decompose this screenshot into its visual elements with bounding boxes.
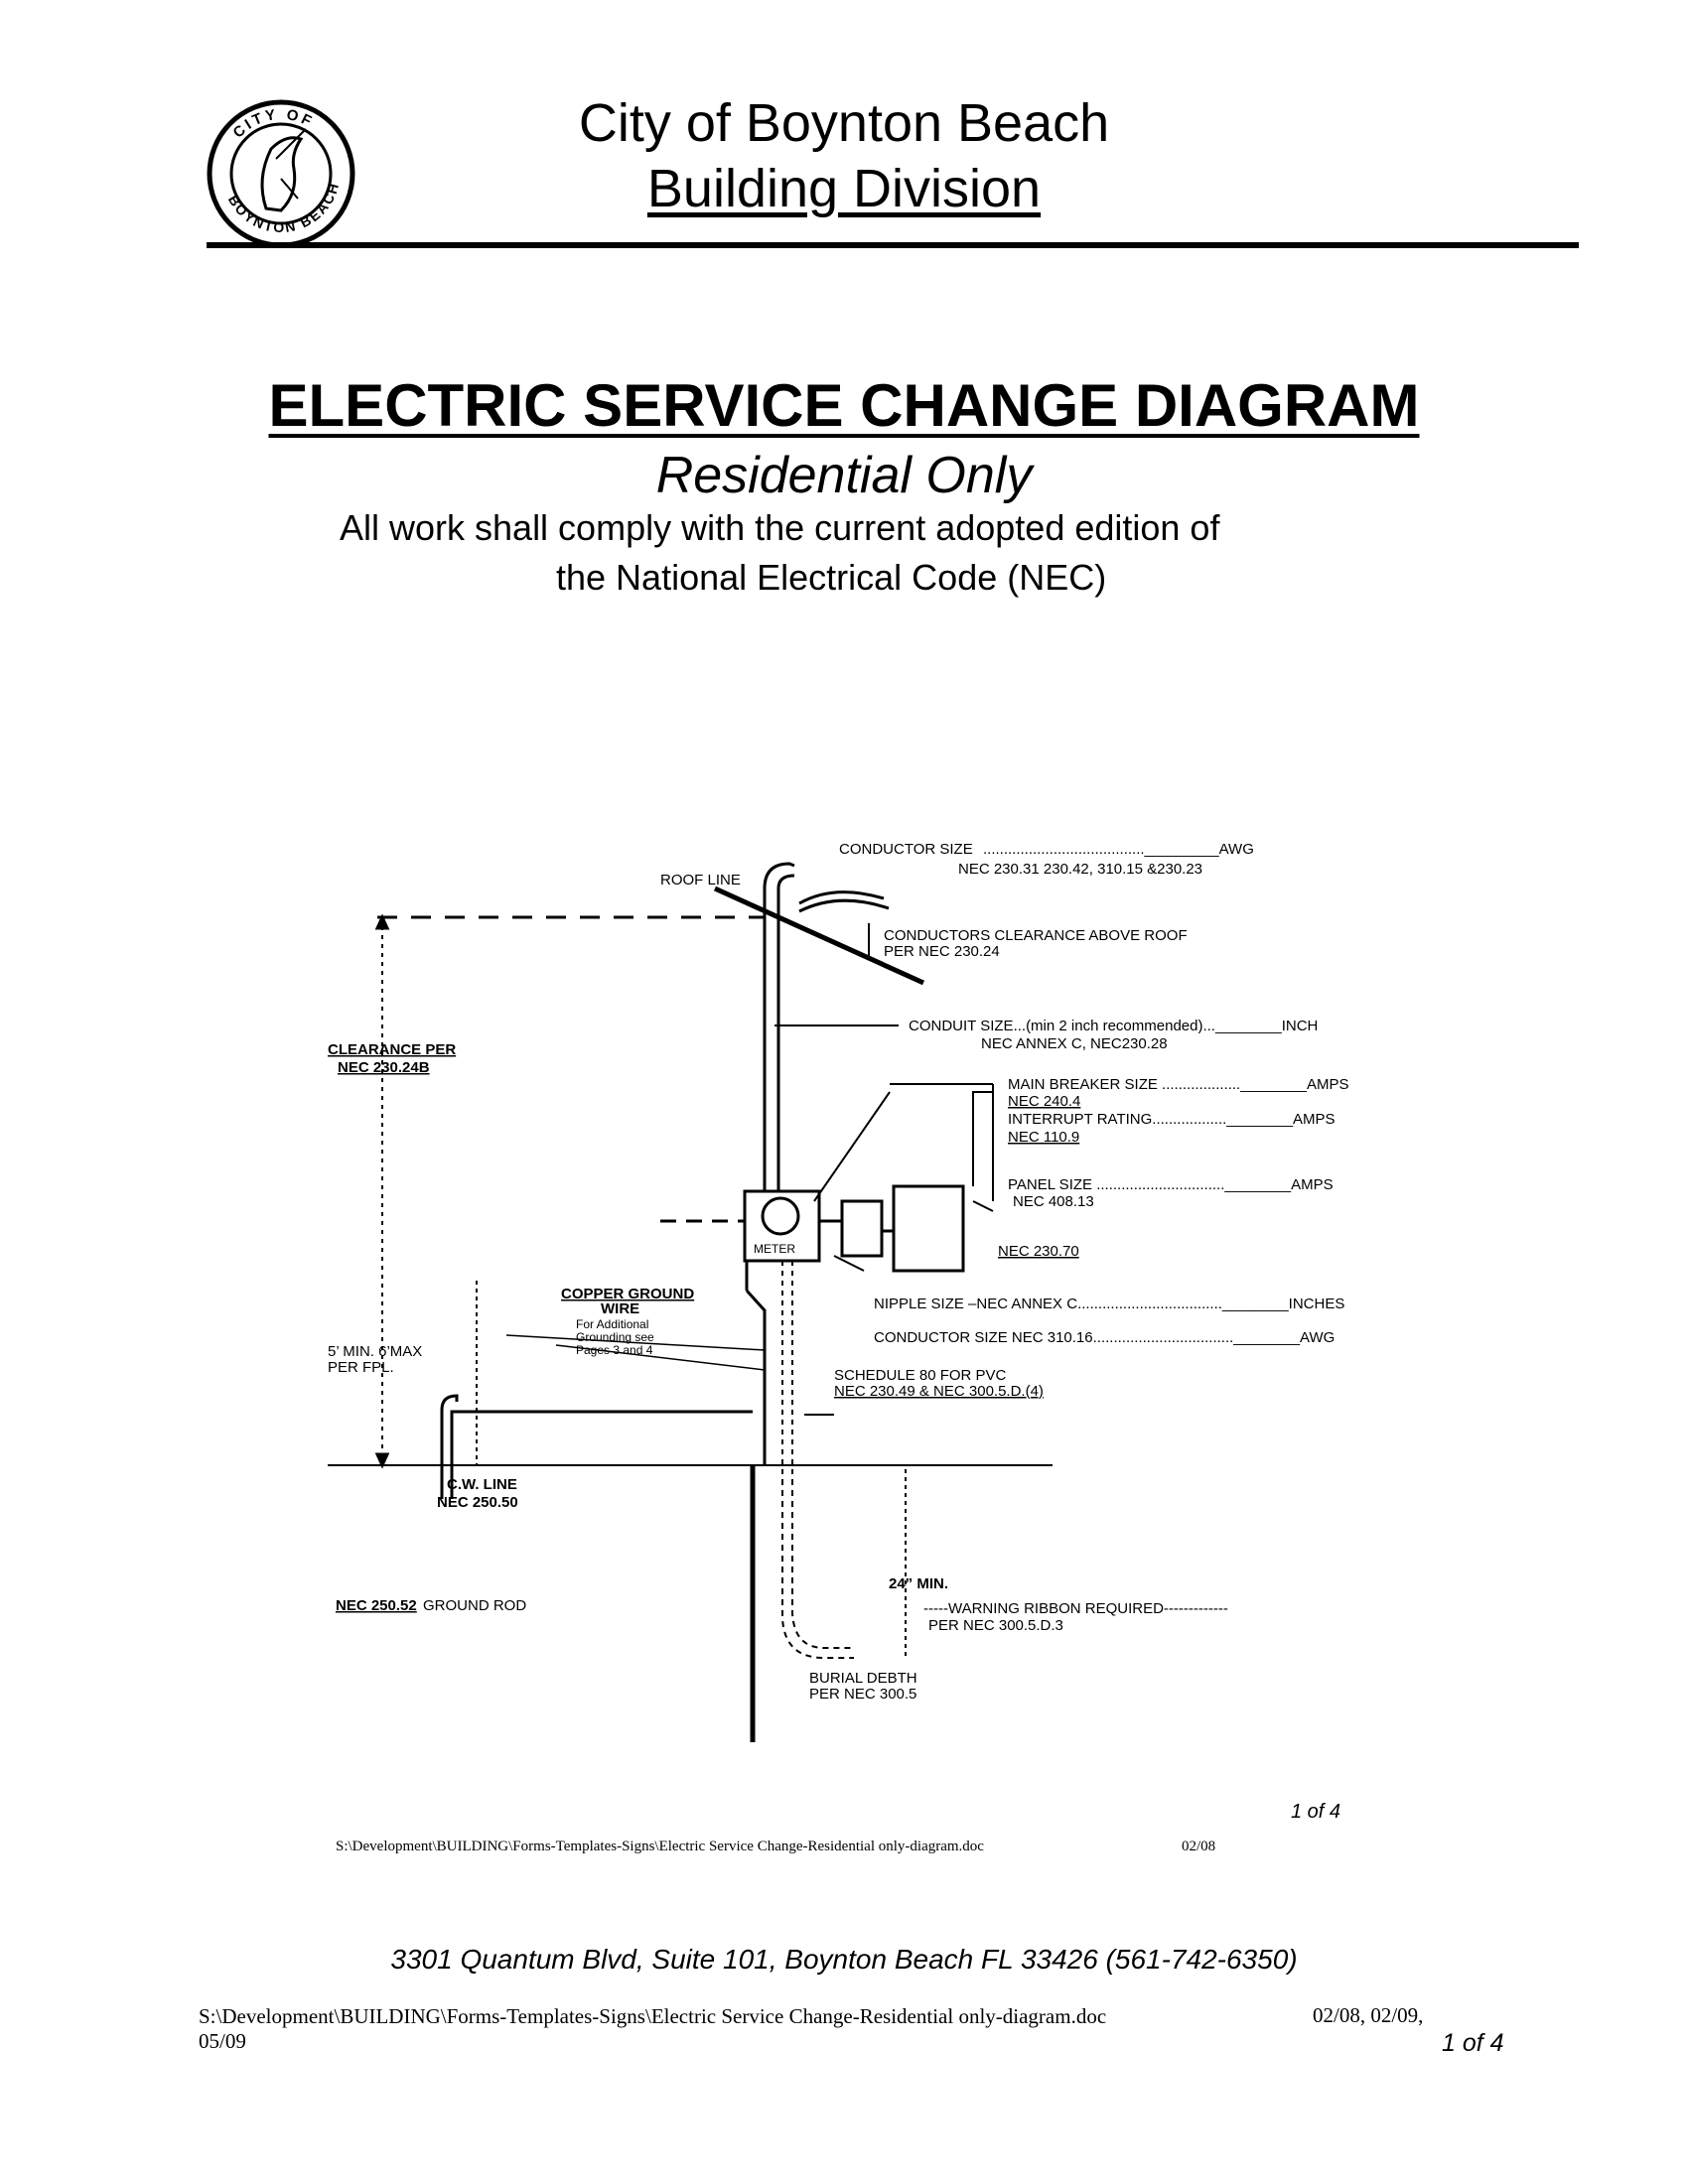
footer-page-number: 1 of 4 bbox=[1442, 2029, 1504, 2057]
schedule-80-nec: NEC 230.49 & NEC 300.5.D.(4) bbox=[834, 1383, 1044, 1400]
compliance-line-1: All work shall comply with the current a… bbox=[340, 507, 1220, 548]
footer-revision-dates-2: 05/09 bbox=[199, 2029, 246, 2053]
additional-grounding-1: For Additional bbox=[576, 1317, 648, 1331]
compliance-line-2: the National Electrical Code (NEC) bbox=[556, 557, 1107, 598]
schedule-80-label: SCHEDULE 80 FOR PVC bbox=[834, 1367, 1007, 1384]
copper-wire-label: WIRE bbox=[601, 1300, 639, 1317]
conductor-size-nec: NEC 230.31 230.42, 310.15 &230.23 bbox=[958, 861, 1202, 878]
warning-ribbon-label: -----WARNING RIBBON REQUIRED------------… bbox=[923, 1600, 1228, 1617]
ground-rod-label: GROUND ROD bbox=[423, 1597, 526, 1614]
office-address: 3301 Quantum Blvd, Suite 101, Boynton Be… bbox=[390, 1944, 1298, 1975]
warning-ribbon-nec: PER NEC 300.5.D.3 bbox=[928, 1617, 1063, 1634]
city-seal-logo: CITY OF BOYNTON BEACH bbox=[207, 99, 355, 248]
page-subtitle: Residential Only bbox=[655, 447, 1033, 504]
header-divider bbox=[207, 242, 1579, 248]
footer-file-path: S:\Development\BUILDING\Forms-Templates-… bbox=[199, 2004, 1107, 2028]
ground-rod-nec: NEC 250.52 bbox=[336, 1597, 417, 1614]
depth-label: 24” MIN. bbox=[889, 1575, 948, 1592]
scanned-file-path: S:\Development\BUILDING\Forms-Templates-… bbox=[336, 1839, 984, 1854]
conductor-310-label: CONDUCTOR SIZE NEC 310.16...............… bbox=[874, 1329, 1335, 1346]
panel-nec: NEC 408.13 bbox=[1013, 1193, 1094, 1210]
scanned-page-number: 1 of 4 bbox=[1291, 1801, 1341, 1823]
nipple-size-label: NIPPLE SIZE –NEC ANNEX C................… bbox=[874, 1296, 1344, 1312]
copper-ground-label: COPPER GROUND bbox=[561, 1286, 694, 1302]
conduit-nec: NEC ANNEX C, NEC230.28 bbox=[981, 1035, 1168, 1052]
division-text: Building Division bbox=[646, 159, 1042, 218]
five-min-label: 5’ MIN. 6’MAX bbox=[328, 1343, 422, 1360]
clearance-per-nec: NEC 230.24B bbox=[338, 1059, 430, 1076]
division-title: Building Division bbox=[0, 157, 1688, 220]
footer-revision-dates: 02/08, 02/09, bbox=[1313, 2003, 1424, 2027]
burial-depth-nec: PER NEC 300.5 bbox=[809, 1686, 916, 1703]
interrupt-label: INTERRUPT RATING..................______… bbox=[1008, 1111, 1336, 1128]
nec-230-70: NEC 230.70 bbox=[998, 1243, 1079, 1260]
interrupt-nec: NEC 110.9 bbox=[1008, 1129, 1079, 1146]
sailfish-icon bbox=[260, 136, 304, 212]
conductor-size-label: CONDUCTOR SIZE bbox=[839, 841, 973, 858]
clearance-roof-label: CONDUCTORS CLEARANCE ABOVE ROOF bbox=[884, 927, 1188, 944]
additional-grounding-2: Grounding see bbox=[576, 1330, 654, 1344]
page-title: ELECTRIC SERVICE CHANGE DIAGRAM bbox=[0, 371, 1688, 441]
conductor-size-fill: ......................................._… bbox=[983, 841, 1254, 858]
roof-line-label: ROOF LINE bbox=[660, 872, 741, 888]
main-breaker-nec: NEC 240.4 bbox=[1008, 1093, 1080, 1110]
city-title: City of Boynton Beach bbox=[578, 93, 1110, 153]
additional-grounding-3: Pages 3 and 4 bbox=[576, 1343, 653, 1357]
meter-label: METER bbox=[754, 1242, 795, 1256]
clearance-per-label: CLEARANCE PER bbox=[328, 1041, 456, 1058]
clearance-roof-nec: PER NEC 230.24 bbox=[884, 943, 1000, 960]
electric-service-diagram: CONDUCTOR SIZE .........................… bbox=[328, 841, 1348, 1742]
per-fpl-label: PER FPL. bbox=[328, 1359, 394, 1376]
conduit-size-label: CONDUIT SIZE...(min 2 inch recommended).… bbox=[909, 1018, 1318, 1034]
cw-line-label: C.W. LINE bbox=[447, 1476, 517, 1493]
page-title-text: ELECTRIC SERVICE CHANGE DIAGRAM bbox=[268, 372, 1420, 439]
burial-depth-label: BURIAL DEBTH bbox=[809, 1670, 917, 1687]
panel-size-label: PANEL SIZE .............................… bbox=[1008, 1176, 1334, 1193]
cw-line-nec: NEC 250.50 bbox=[437, 1494, 518, 1511]
roof-line-stroke bbox=[713, 886, 925, 986]
scanned-date: 02/08 bbox=[1182, 1839, 1216, 1854]
main-breaker-label: MAIN BREAKER SIZE ...................___… bbox=[1008, 1076, 1348, 1093]
